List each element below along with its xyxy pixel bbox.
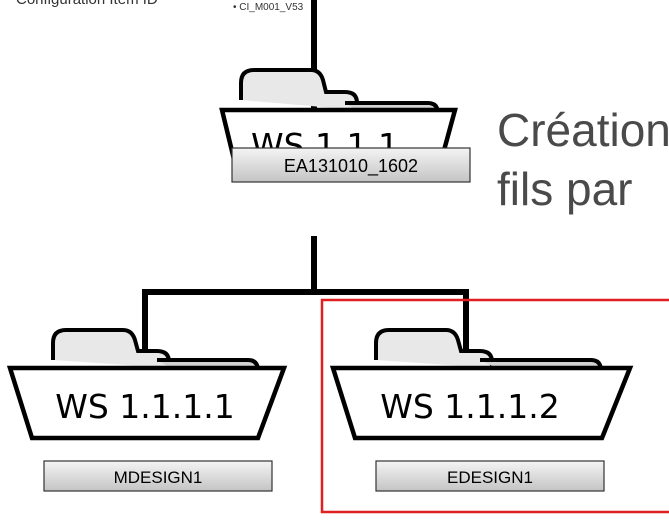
right-folder-label: WS 1.1.1.2 (380, 387, 560, 426)
root-tag: EA131010_1602 (231, 147, 471, 183)
configuration-item-value: • CI_M001_V53 (233, 2, 304, 13)
headline-line-1: Création (497, 104, 669, 156)
highlight-box (320, 298, 669, 514)
right-tag-label: EDESIGN1 (447, 468, 533, 487)
right-tag: EDESIGN1 (375, 460, 605, 492)
left-tag-label: MDESIGN1 (114, 468, 203, 487)
folder-icon: WS 1.1.1.2 (329, 328, 634, 441)
configuration-item-label: Configuration Item ID (16, 0, 158, 8)
headline-line-2: fils par (497, 163, 633, 215)
folder-icon: WS 1.1.1.1 (6, 328, 288, 441)
left-tag: MDESIGN1 (43, 460, 273, 492)
left-folder-label: WS 1.1.1.1 (55, 387, 235, 426)
root-tag-label: EA131010_1602 (284, 156, 418, 177)
